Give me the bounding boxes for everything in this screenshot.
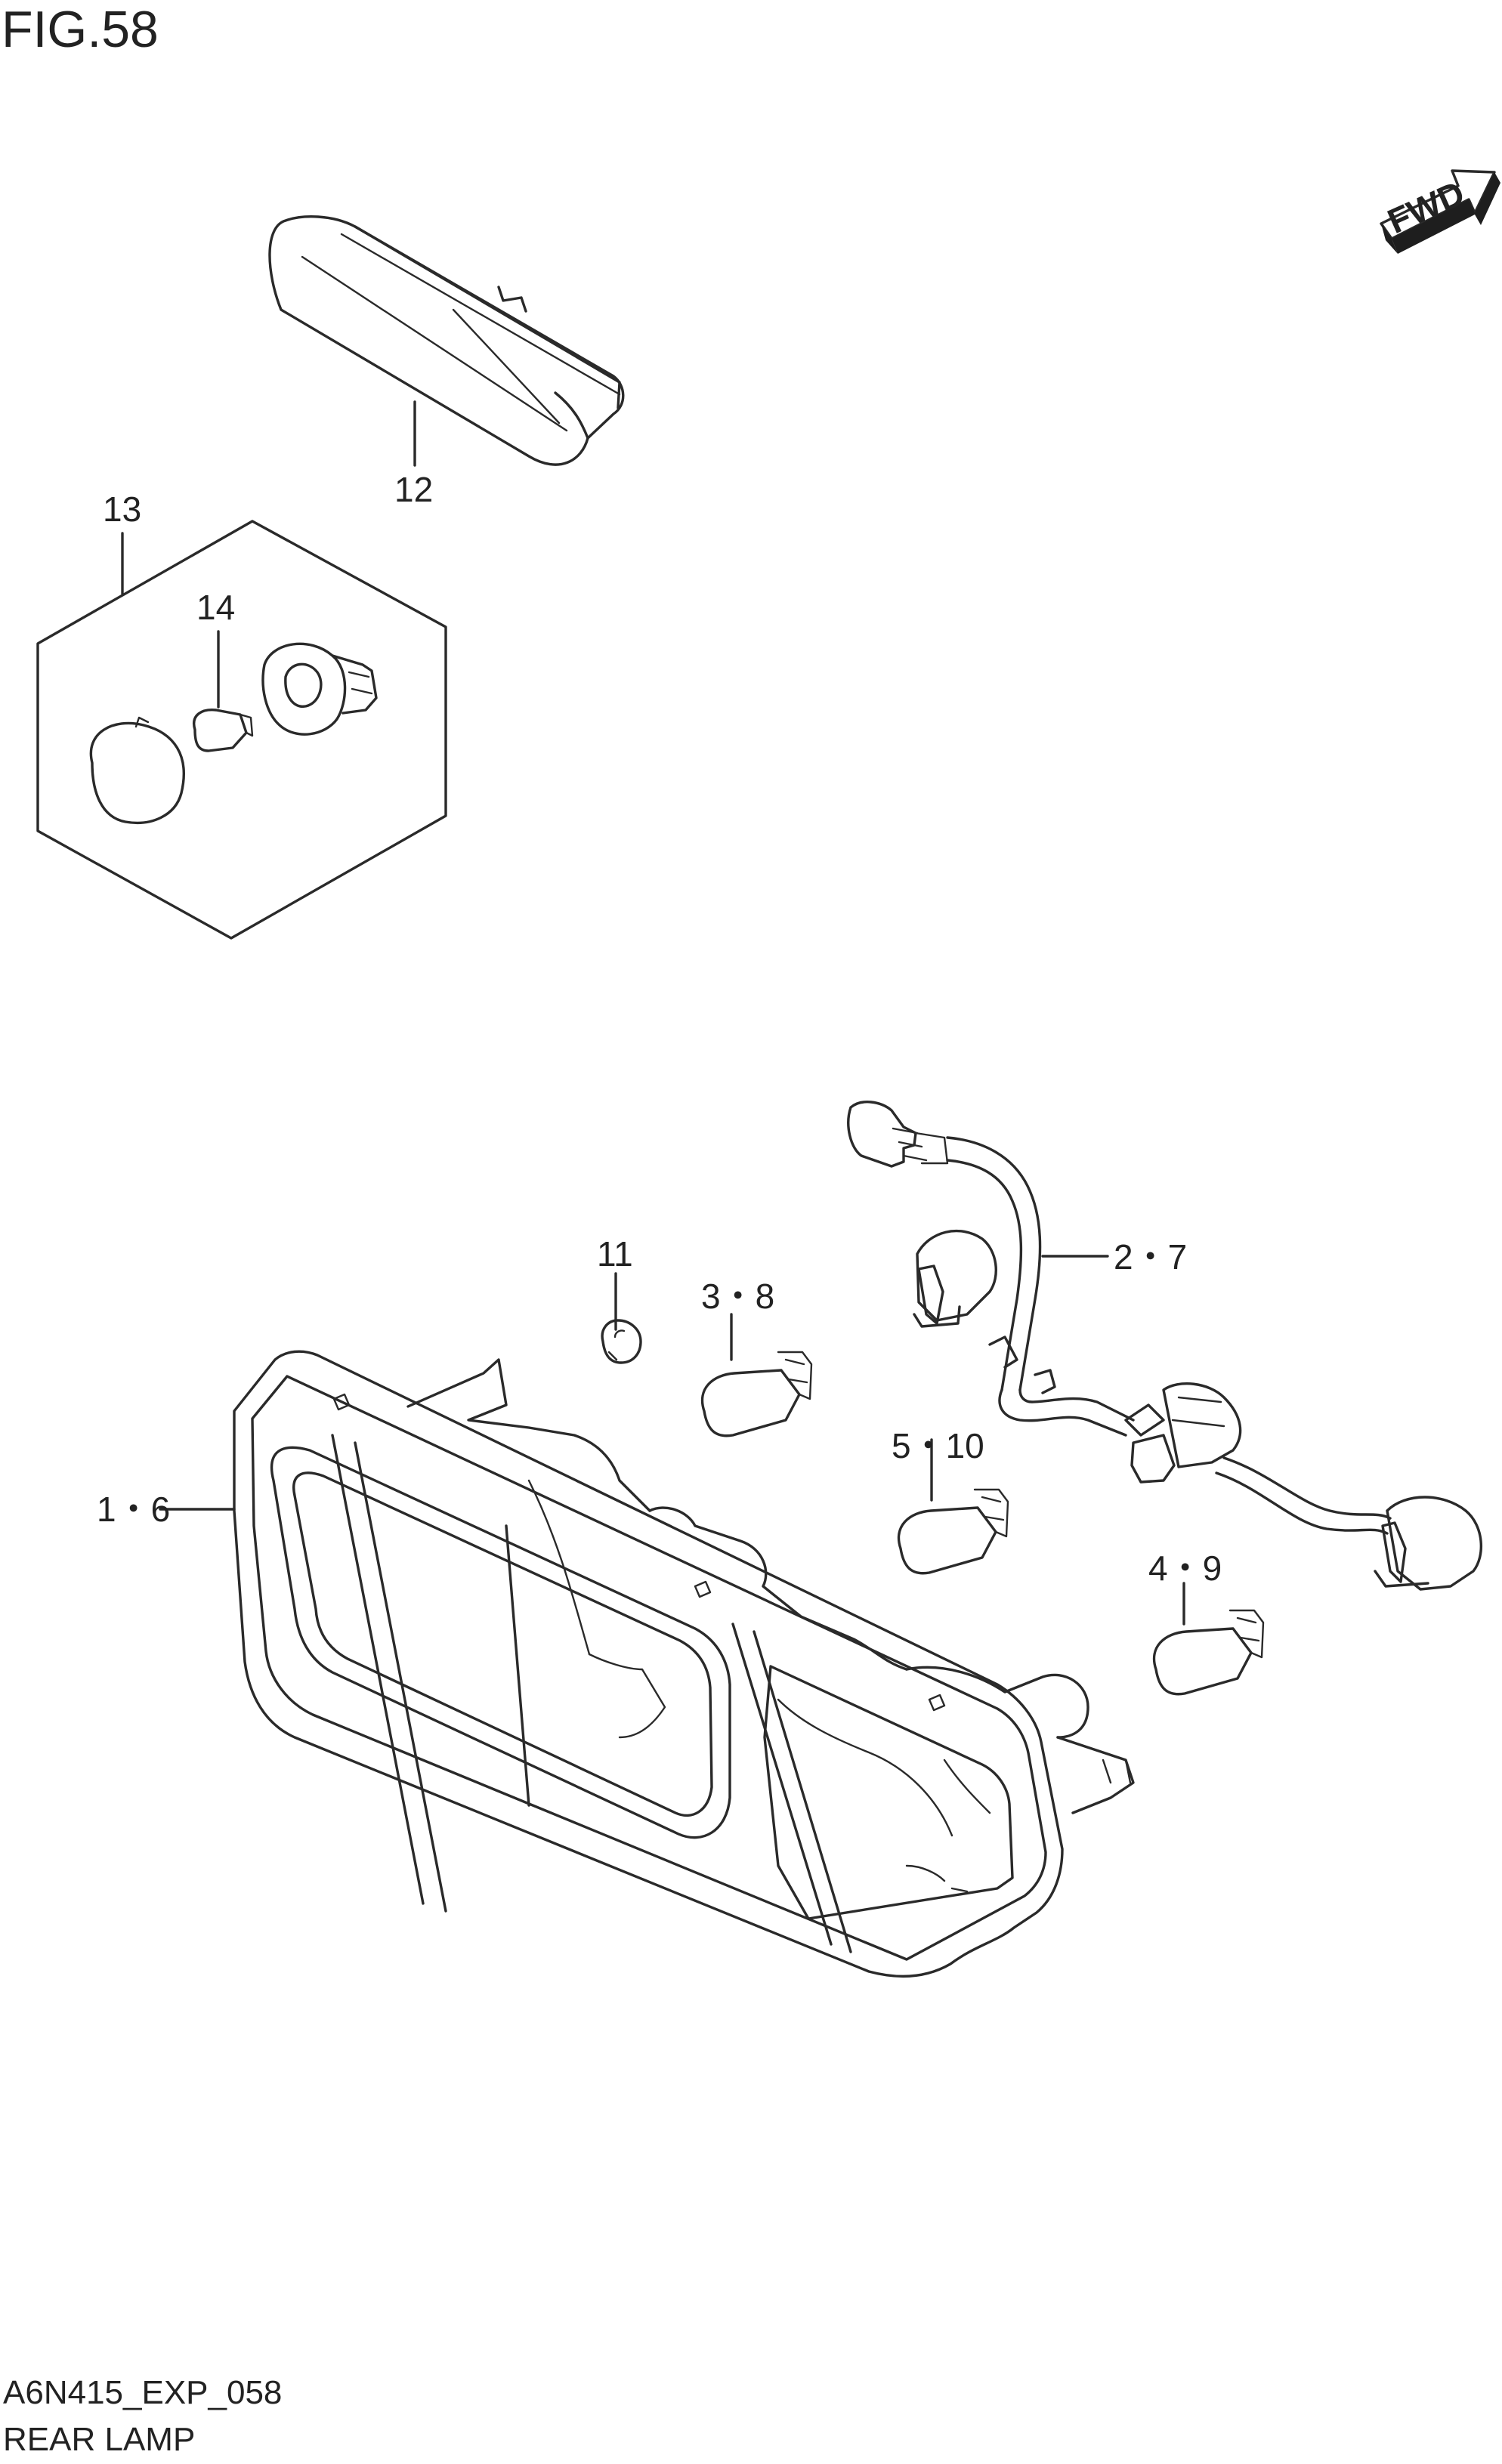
fwd-arrow-icon: FWD	[1380, 169, 1500, 254]
bulb-socket-group-13	[36, 520, 447, 940]
callout-12: 12	[394, 470, 433, 509]
figure-title: FIG.58	[2, 1, 159, 58]
callout-11: 11	[597, 1234, 633, 1274]
bulb-part-5	[897, 1488, 1009, 1575]
callout-5-10: 5・10	[892, 1426, 984, 1465]
wiring-harness-part-2	[847, 1101, 1483, 1591]
bulb-part-3	[700, 1351, 813, 1437]
callout-3-8: 3・8	[701, 1277, 774, 1316]
figure-name: REAR LAMP	[3, 2421, 195, 2458]
license-lamp-part-12	[268, 215, 625, 466]
callout-1-6: 1・6	[97, 1490, 170, 1529]
rear-lamp-housing-part-1	[233, 1350, 1135, 1978]
callout-14: 14	[196, 588, 235, 627]
grommet-part-11	[601, 1319, 642, 1364]
callout-13: 13	[103, 489, 141, 529]
bulb-part-4	[1152, 1609, 1265, 1696]
callout-4-9: 4・9	[1148, 1548, 1222, 1588]
callout-2-7: 2・7	[1114, 1237, 1187, 1277]
figure-code: A6N415_EXP_058	[3, 2374, 282, 2411]
